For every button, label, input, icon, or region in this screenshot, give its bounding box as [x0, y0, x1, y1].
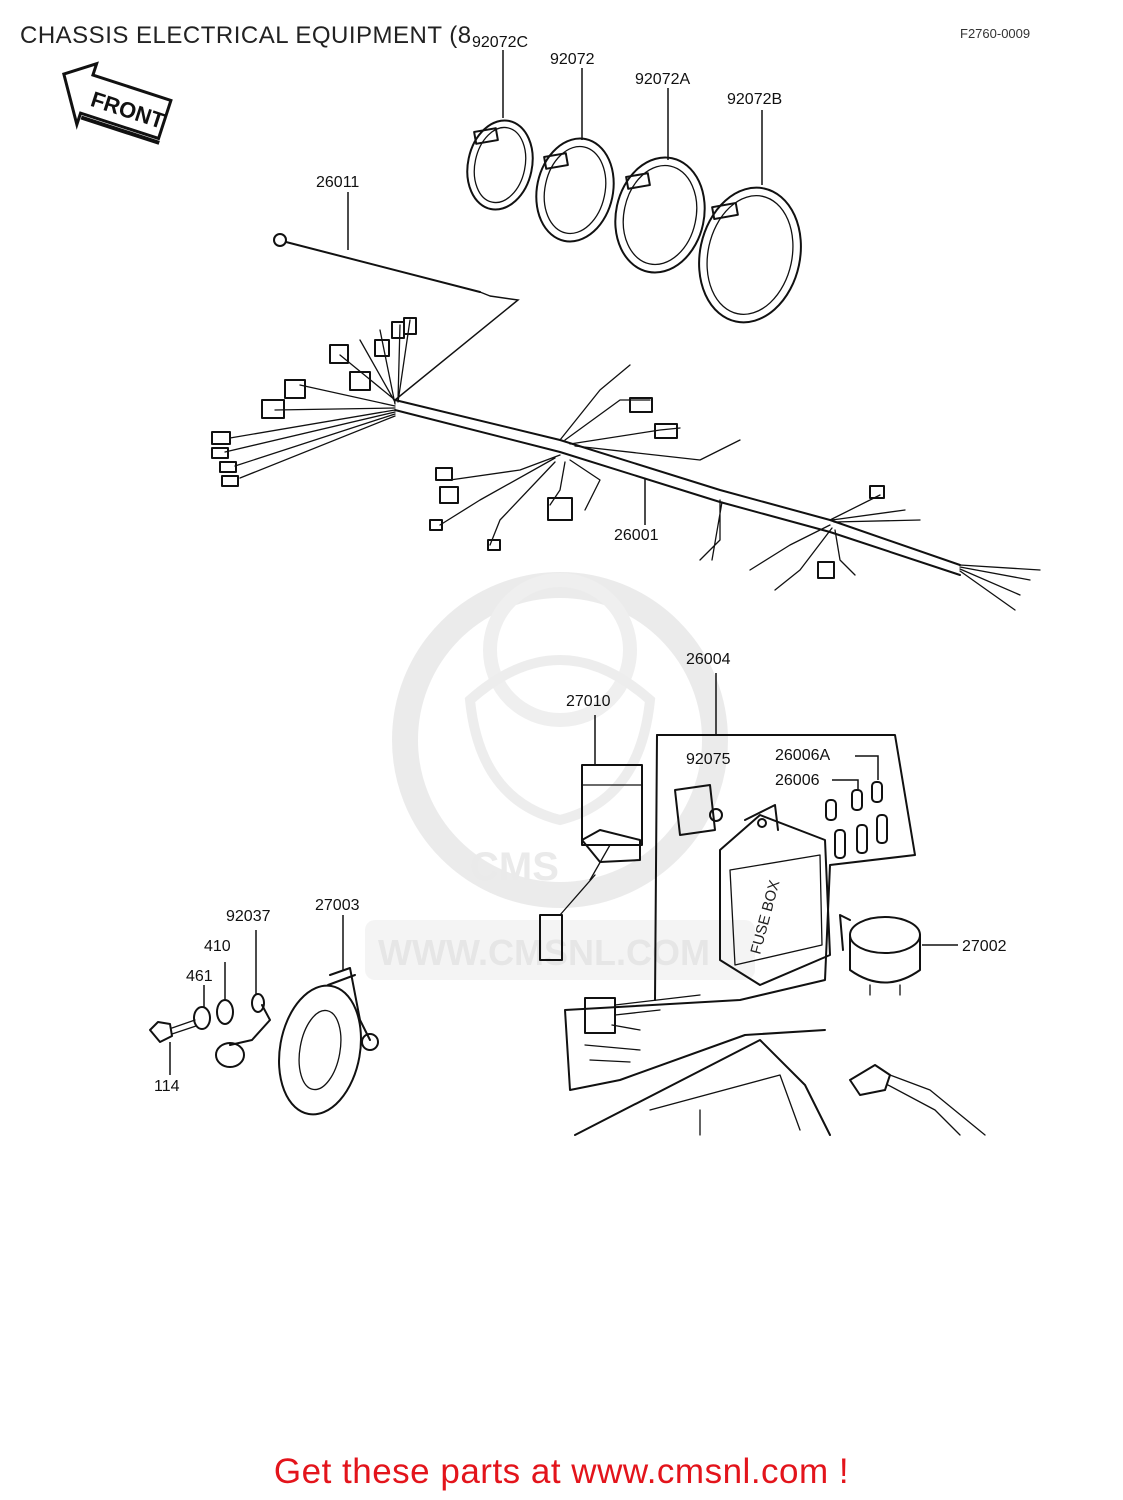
label-26011: 26011	[316, 174, 359, 191]
page-title: CHASSIS ELECTRICAL EQUIPMENT (8	[20, 22, 472, 49]
main-harness-26001	[211, 317, 1041, 611]
watermark-cms: CMS	[470, 845, 559, 889]
watermark-url: WWW.CMSNL.COM	[378, 932, 710, 973]
cable-band-92072A	[614, 156, 706, 274]
ground-lead-26011	[273, 192, 520, 401]
label-461: 461	[186, 968, 213, 985]
footer-order-link[interactable]: Get these parts at www.cmsnl.com !	[273, 1452, 850, 1491]
label-26006: 26006	[775, 772, 820, 789]
cmsnl-watermark-logo: CMS WWW.CMSNL.COM	[365, 572, 755, 980]
cable-band-92072B	[698, 186, 802, 324]
label-27002: 27002	[962, 938, 1007, 955]
cable-band-92072	[535, 137, 615, 243]
label-92072B: 92072B	[727, 91, 782, 108]
part-labels: 92072C 92072 92072A 92072B 26011 26001 2…	[154, 34, 1007, 1095]
label-26001: 26001	[614, 527, 659, 544]
cable-band-92072C	[466, 119, 534, 211]
figure-code: F2760-0009	[960, 26, 1031, 41]
label-92075: 92075	[686, 751, 731, 768]
label-410: 410	[204, 938, 231, 955]
label-114: 114	[154, 1078, 180, 1095]
fuse-box-label: FUSE BOX	[747, 878, 783, 956]
label-92072C: 92072C	[472, 34, 528, 51]
lower-partial-components	[574, 1039, 986, 1136]
horn-27003	[278, 915, 379, 1116]
label-92072: 92072	[550, 51, 595, 68]
label-26004: 26004	[686, 651, 731, 668]
label-92037: 92037	[226, 908, 271, 925]
label-27003: 27003	[315, 897, 360, 914]
label-92072A: 92072A	[635, 71, 690, 88]
starter-relay-27002	[839, 914, 958, 996]
label-27010: 27010	[566, 693, 611, 710]
front-arrow-icon: FRONT	[62, 61, 173, 145]
washer-410	[216, 962, 234, 1025]
bolt-114	[149, 1019, 197, 1075]
bracket-92037	[215, 930, 271, 1068]
label-26006A: 26006A	[775, 747, 830, 764]
relay-27010	[539, 715, 643, 961]
nut-461	[193, 985, 211, 1030]
